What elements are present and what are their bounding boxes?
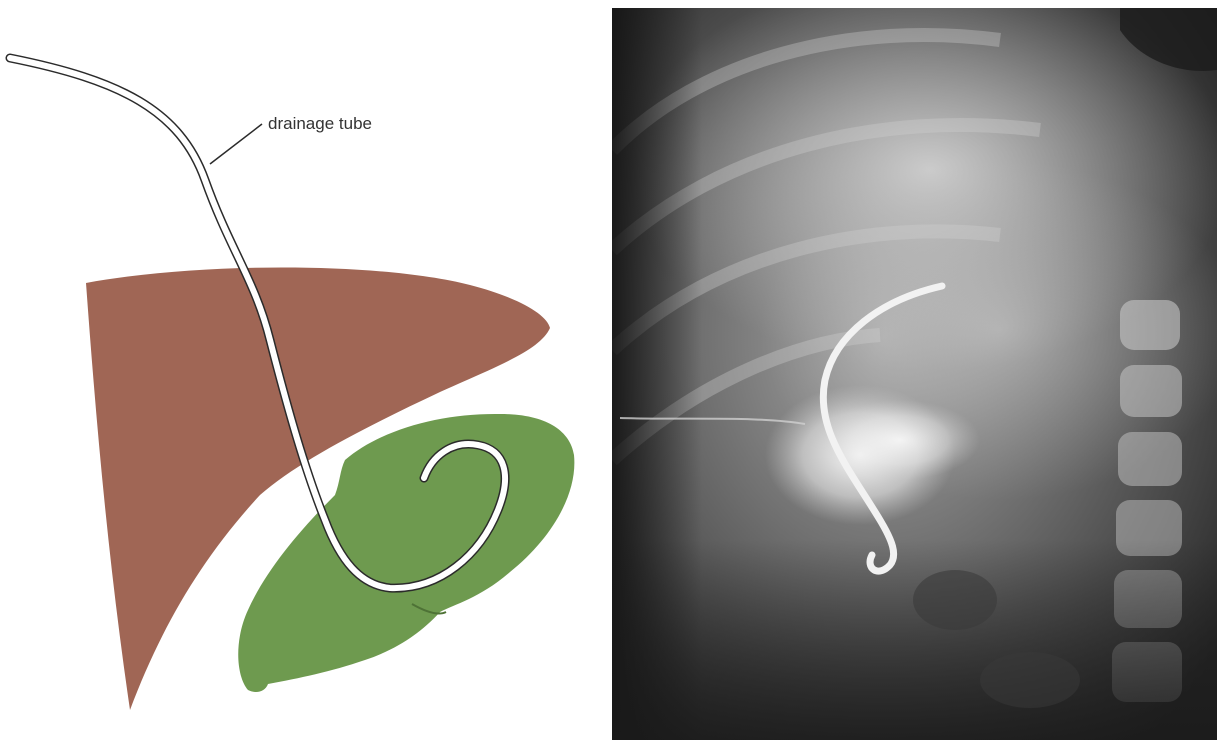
schematic-diagram: drainage tube <box>10 58 574 710</box>
label-leader-line <box>210 124 262 164</box>
drainage-tube-label: drainage tube <box>268 114 372 133</box>
xray-image <box>612 0 1217 740</box>
